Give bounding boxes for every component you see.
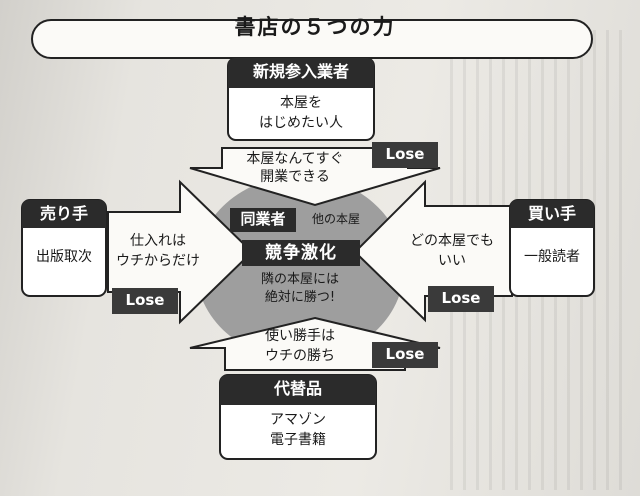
substitutes-title: 代替品 xyxy=(273,379,322,398)
arrow-left-line-1: 仕入れは xyxy=(130,233,186,249)
buyers-body: 一般読者 xyxy=(524,249,580,265)
new-entrants-title: 新規参入業者 xyxy=(252,62,349,81)
new-entrants-header xyxy=(228,58,374,88)
competitors-note: 他の本屋 xyxy=(311,212,360,226)
arrow-top-line-1: 本屋なんてすぐ xyxy=(246,151,344,167)
lose-badge-top xyxy=(372,142,438,168)
competitors-body-line-1: 隣の本屋には xyxy=(260,272,339,287)
lose-label-top: Lose xyxy=(385,145,425,163)
arrow-right-line-1: どの本屋でも xyxy=(410,233,494,249)
arrow-top-line-2: 開業できる xyxy=(260,169,330,185)
new-entrants-line-1: 本屋を xyxy=(280,95,322,111)
lose-label-bottom: Lose xyxy=(385,345,425,363)
lose-badge-left xyxy=(112,288,178,314)
arrow-left-line-2: ウチからだけ xyxy=(116,253,200,269)
arrow-right-line-2: いい xyxy=(438,253,466,269)
lose-label-left: Lose xyxy=(125,291,165,309)
competitors-label-bg xyxy=(230,208,296,232)
competition-main-bg xyxy=(242,240,360,266)
arrow-bottom-line-2: ウチの勝ち xyxy=(265,348,335,364)
arrow-right xyxy=(353,179,513,323)
suppliers-title: 売り手 xyxy=(39,204,88,223)
lose-badge-right xyxy=(428,286,494,312)
competitors-body-line-2: 絶対に勝つ! xyxy=(264,290,336,305)
arrow-bottom-line-1: 使い勝手は xyxy=(265,328,335,344)
substitutes-line-1: アマゾン xyxy=(270,412,326,428)
buyers-header xyxy=(510,200,594,228)
buyers-title: 買い手 xyxy=(527,204,576,223)
suppliers-body: 出版取次 xyxy=(36,249,92,265)
page-title: 書店の５つの力 xyxy=(234,15,396,39)
competitors-label: 同業者 xyxy=(240,210,286,228)
substitutes-header xyxy=(220,375,376,405)
substitutes-line-2: 電子書籍 xyxy=(270,432,326,448)
lose-badge-bottom xyxy=(372,342,438,368)
new-entrants-line-2: はじめたい人 xyxy=(259,115,343,131)
lose-label-right: Lose xyxy=(441,289,481,307)
suppliers-header xyxy=(22,200,106,228)
competition-main: 競争激化 xyxy=(265,243,337,263)
